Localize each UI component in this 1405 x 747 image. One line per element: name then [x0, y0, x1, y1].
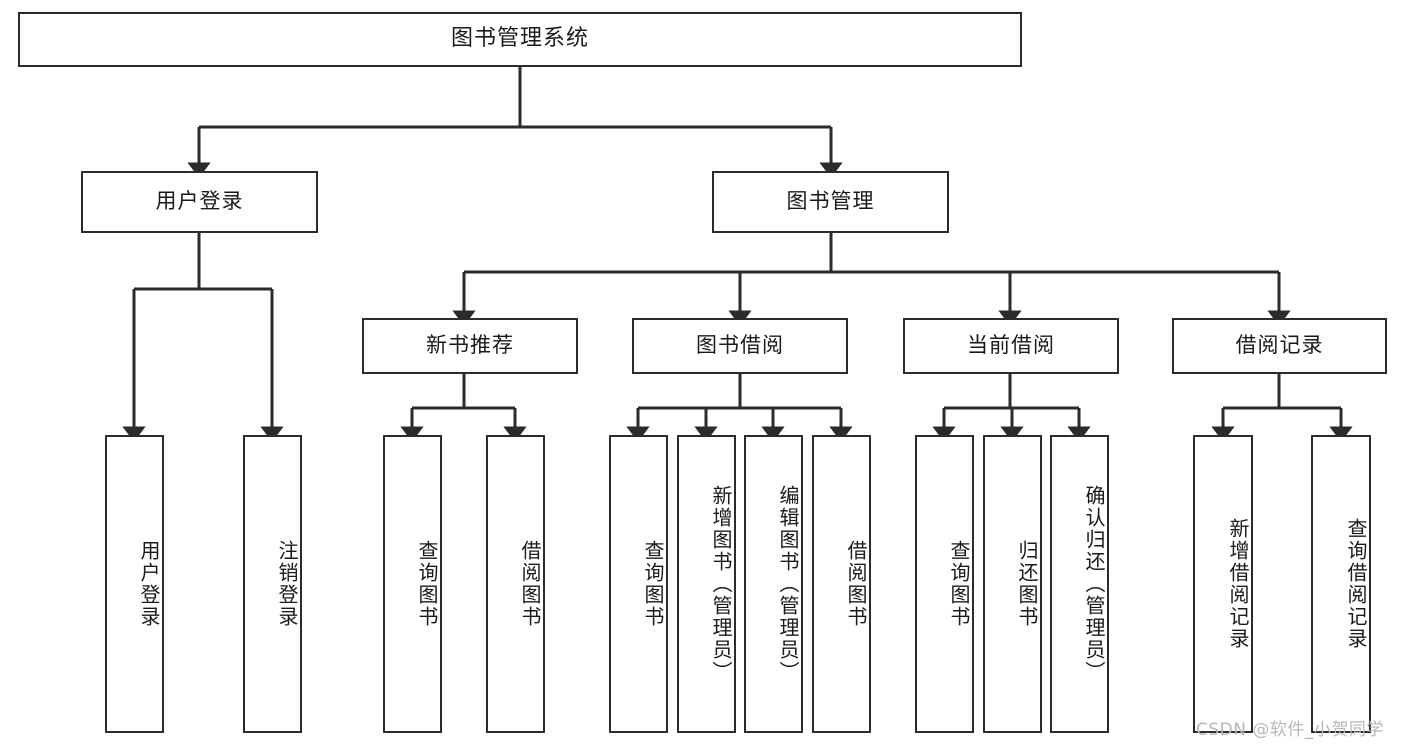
node-user-login[interactable]: 用户登录 — [81, 171, 318, 233]
node-leaf-add-record[interactable]: 新增借阅记录 — [1193, 435, 1253, 733]
node-leaf-borrow-book-2[interactable]: 借阅图书 — [812, 435, 871, 733]
node-borrow-record[interactable]: 借阅记录 — [1172, 318, 1387, 374]
node-leaf-confirm-return[interactable]: 确认归还（管理员） — [1050, 435, 1109, 733]
node-leaf-return-book[interactable]: 归还图书 — [983, 435, 1042, 733]
node-leaf-user-logout[interactable]: 注销登录 — [243, 435, 302, 733]
node-root[interactable]: 图书管理系统 — [18, 12, 1022, 67]
node-leaf-query-book-1[interactable]: 查询图书 — [383, 435, 442, 733]
node-leaf-user-login[interactable]: 用户登录 — [105, 435, 164, 733]
node-leaf-edit-book[interactable]: 编辑图书（管理员） — [744, 435, 803, 733]
csdn-watermark: CSDN @软件_小贺同学 — [1196, 720, 1384, 740]
node-leaf-borrow-book-1[interactable]: 借阅图书 — [486, 435, 545, 733]
node-leaf-add-book[interactable]: 新增图书（管理员） — [677, 435, 736, 733]
node-current-borrow[interactable]: 当前借阅 — [903, 318, 1119, 374]
node-leaf-query-book-3[interactable]: 查询图书 — [915, 435, 974, 733]
node-book-manage[interactable]: 图书管理 — [712, 171, 949, 233]
node-leaf-query-record[interactable]: 查询借阅记录 — [1311, 435, 1371, 733]
node-new-book-recommend[interactable]: 新书推荐 — [362, 318, 578, 374]
node-leaf-query-book-2[interactable]: 查询图书 — [609, 435, 668, 733]
node-book-borrow[interactable]: 图书借阅 — [632, 318, 848, 374]
